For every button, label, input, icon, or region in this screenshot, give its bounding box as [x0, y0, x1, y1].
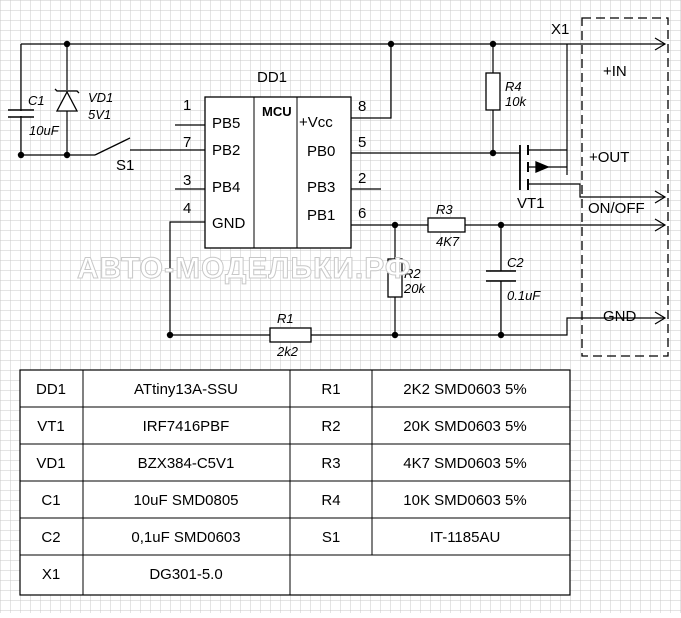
dd1-chip: [204, 96, 352, 249]
pin-6-number: 6: [358, 205, 366, 222]
r3-resistor: [427, 217, 466, 233]
c1-ref: C1: [28, 93, 45, 108]
pin-3-number: 3: [183, 172, 191, 189]
bom-cell-ref: R2: [321, 418, 340, 435]
x1-ref: X1: [551, 21, 569, 38]
bom-cell-part: BZX384-C5V1: [138, 455, 235, 472]
bom-cell-part: ATtiny13A-SSU: [134, 381, 238, 398]
c2-value: 0.1uF: [507, 288, 541, 303]
bom-cell-ref: X1: [42, 566, 60, 583]
terminal-out-label: +OUT: [589, 149, 629, 166]
pin-1-number: 1: [183, 97, 191, 114]
c2-ref: C2: [507, 255, 524, 270]
c2-capacitor: [486, 270, 516, 282]
bom-cell-value: 20K SMD0603 5%: [403, 418, 526, 435]
r4-resistor: [485, 72, 501, 111]
terminal-gnd-label: GND: [603, 308, 637, 325]
r4-ref: R4: [505, 79, 522, 94]
dd1-pin-stubs: [175, 124, 381, 190]
vd1-ref: VD1: [88, 90, 113, 105]
vd1-value: 5V1: [88, 107, 111, 122]
s1-ref: S1: [116, 157, 134, 174]
bom-table: [19, 369, 571, 596]
terminal-in-label: +IN: [603, 63, 627, 80]
x1-connector-outline: [581, 17, 669, 357]
bom-cell-ref: R4: [321, 492, 340, 509]
bom-cell-part: 10uF SMD0805: [133, 492, 238, 509]
bom-cell-value: 10K SMD0603 5%: [403, 492, 526, 509]
vt1-mosfet: [519, 145, 550, 190]
s1-switch: [94, 137, 131, 156]
bom-cell-value: 2K2 SMD0603 5%: [403, 381, 526, 398]
r2-ref: R2: [404, 266, 421, 281]
dd1-core: MCU: [262, 104, 292, 119]
pin-6-name: PB1: [307, 207, 335, 224]
bom-cell-ref: R3: [321, 455, 340, 472]
vt1-ref: VT1: [517, 195, 545, 212]
terminal-onoff-label: ON/OFF: [588, 200, 645, 217]
bom-cells: DD1 ATtiny13A-SSU R1 2K2 SMD0603 5% VT1 IRF74…: [36, 381, 527, 583]
bom-cell-ref: R1: [321, 381, 340, 398]
dd1-ref: DD1: [257, 69, 287, 86]
pin-2-number: 2: [358, 170, 366, 187]
pin-3-name: PB4: [212, 179, 240, 196]
r1-resistor: [269, 327, 312, 343]
c1-value: 10uF: [29, 123, 60, 138]
bom-cell-part: DG301-5.0: [149, 566, 222, 583]
bom-cell-ref: C2: [41, 529, 60, 546]
pin-8-name: +Vcc: [299, 114, 333, 131]
bom-cell-ref: VT1: [37, 418, 65, 435]
r2-value: 20k: [403, 281, 426, 296]
bom-cell-ref: S1: [322, 529, 340, 546]
watermark: АВТО-МОДЕЛЬКИ.РФ: [77, 252, 411, 285]
bom-cell-value: IT-1185AU: [430, 529, 501, 546]
vd1-zener-diode: [54, 88, 80, 112]
bom-cell-ref: DD1: [36, 381, 66, 398]
pin-7-name: PB2: [212, 142, 240, 159]
r4-value: 10k: [505, 94, 527, 109]
r3-value: 4K7: [436, 234, 460, 249]
bom-cell-ref: C1: [41, 492, 60, 509]
r1-ref: R1: [277, 311, 294, 326]
r2-resistor: [387, 258, 403, 298]
r1-value: 2k2: [276, 344, 299, 359]
junction-dots: [17, 40, 505, 339]
r3-ref: R3: [436, 202, 453, 217]
bom-cell-ref: VD1: [36, 455, 65, 472]
c1-capacitor: C1 10uF: [8, 93, 60, 138]
bom-cell-part: IRF7416PBF: [143, 418, 230, 435]
x1-terminal-arrows: [654, 37, 667, 325]
pin-1-name: PB5: [212, 115, 240, 132]
pin-8-number: 8: [358, 98, 366, 115]
pin-4-name: GND: [212, 215, 246, 232]
pin-7-number: 7: [183, 134, 191, 151]
pin-4-number: 4: [183, 200, 191, 217]
pin-5-name: PB0: [307, 143, 335, 160]
pin-2-name: PB3: [307, 179, 335, 196]
bom-cell-value: 4K7 SMD0603 5%: [403, 455, 526, 472]
pin-5-number: 5: [358, 134, 366, 151]
wires: [20, 43, 665, 336]
bom-cell-part: 0,1uF SMD0603: [131, 529, 240, 546]
